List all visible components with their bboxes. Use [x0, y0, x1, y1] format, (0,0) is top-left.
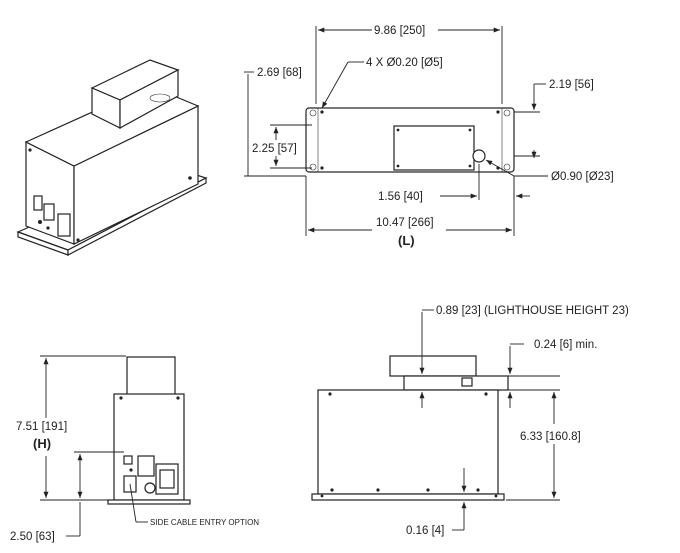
cable-hole-label: Ø0.90 [Ø23]	[551, 171, 614, 183]
min-clearance-label: 0.24 [6] min.	[534, 339, 597, 351]
hole-spacing-label: 2.25 [57]	[252, 143, 297, 155]
front-view: 0.89 [23] (LIGHTHOUSE HEIGHT 23) 0.24 [6…	[311, 305, 629, 537]
foot-height-label: 0.16 [4]	[406, 525, 444, 537]
lighthouse-label: 0.89 [23] (LIGHTHOUSE HEIGHT 23)	[436, 305, 629, 317]
top-view: 9.86 [250] 4 X Ø0.20 [Ø5] 2.69 [68] 2.25…	[244, 25, 614, 248]
body-height-label: 6.33 [160.8]	[520, 431, 581, 443]
cable-offset-label: 1.56 [40]	[378, 191, 423, 203]
length-symbol: (L)	[398, 233, 415, 248]
top-width-label: 9.86 [250]	[374, 25, 425, 37]
hole-callout-label: 4 X Ø0.20 [Ø5]	[366, 57, 443, 69]
side-view: 7.51 [191] (H) 2.50 [63] SIDE CABLE ENTR…	[10, 355, 259, 543]
length-label: 10.47 [266]	[376, 217, 434, 229]
right-offset-label: 2.19 [56]	[549, 79, 594, 91]
height-symbol: (H)	[33, 436, 51, 451]
height-label: 7.51 [191]	[16, 421, 67, 433]
base-height-label: 2.50 [63]	[10, 531, 55, 543]
isometric-view	[16, 59, 208, 256]
cable-option-label: SIDE CABLE ENTRY OPTION	[150, 518, 259, 527]
left-offset-label: 2.69 [68]	[257, 67, 302, 79]
